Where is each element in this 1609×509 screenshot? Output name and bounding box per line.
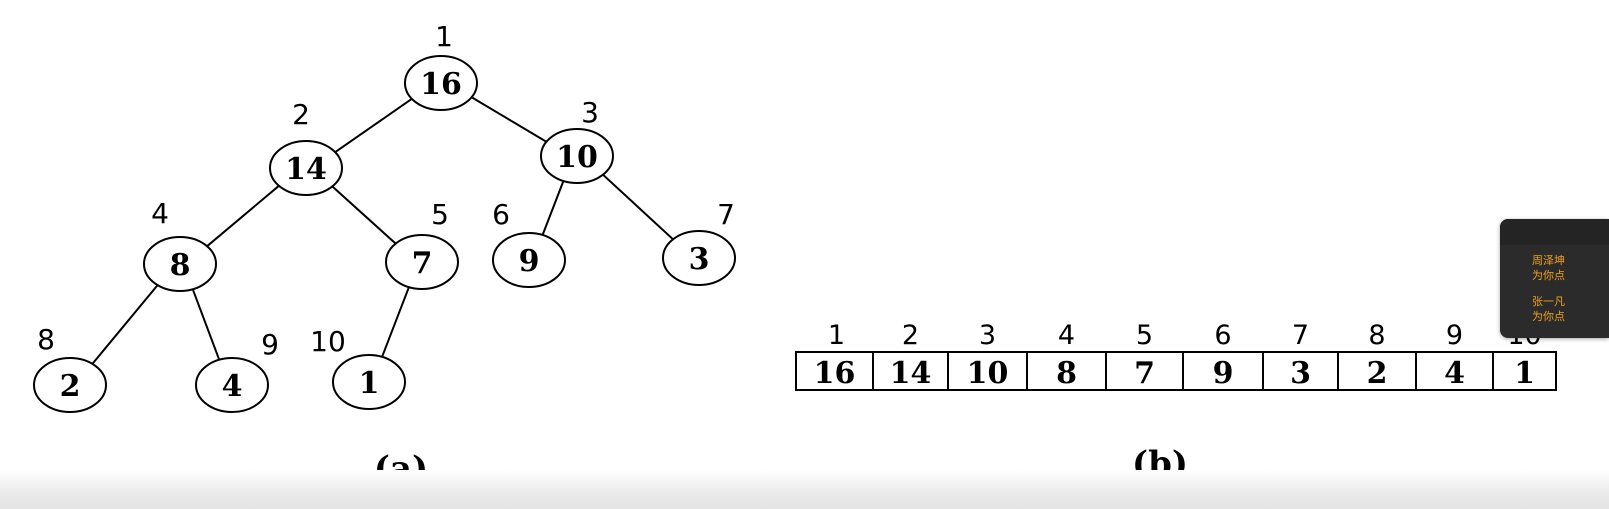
- tree-edge: [331, 185, 397, 245]
- tree-edge: [541, 181, 565, 235]
- array-index-label: 8: [1368, 320, 1385, 351]
- tree-node-index: 9: [261, 328, 279, 361]
- tree-node-circle: [540, 128, 614, 184]
- tree-node: 1 10: [310, 325, 406, 410]
- tree-node-circle: [332, 354, 406, 410]
- tree-node: 103: [540, 96, 614, 184]
- array-index-label: 9: [1446, 320, 1463, 351]
- tree-edge: [192, 289, 220, 360]
- tree-node-index: 10: [310, 325, 346, 358]
- tree-node-index: 4: [151, 197, 169, 230]
- array-index-label: 4: [1058, 320, 1075, 351]
- tree-edge: [381, 287, 410, 357]
- tree-edge: [469, 95, 549, 144]
- tree-edge: [333, 97, 414, 154]
- tree-node-index: 3: [581, 96, 599, 129]
- tree-node-value: 14: [285, 152, 327, 187]
- tree-edge: [91, 284, 159, 365]
- tree-node: 37: [662, 198, 736, 286]
- tree-node: 14 2: [269, 98, 343, 196]
- array-cell-value: 1: [1514, 356, 1535, 391]
- tree-node-circle: [143, 236, 217, 292]
- tree-node-value: 3: [689, 242, 710, 277]
- array-index-label: 2: [902, 320, 919, 351]
- tree-node-value: 1: [359, 366, 380, 401]
- tree-node-circle: [269, 140, 343, 196]
- array-cell-value: 8: [1056, 356, 1077, 391]
- chat-message: 周泽坤 为你点: [1532, 253, 1609, 283]
- tree-node-circle: [195, 357, 269, 413]
- tree-node: 161: [404, 20, 478, 111]
- chat-message-text: 为你点: [1532, 310, 1565, 323]
- chat-overlay-panel[interactable]: 周泽坤 为你点 张一凡 为你点: [1500, 219, 1609, 338]
- array-index-label: 3: [979, 320, 996, 351]
- chat-message-sender: 张一凡: [1532, 295, 1565, 308]
- tree-node-value: 9: [519, 244, 540, 279]
- bottom-band: [0, 470, 1609, 509]
- tree-node-index: 5: [431, 198, 449, 231]
- tree-node: 28: [33, 323, 107, 413]
- overlay-header: [1500, 219, 1609, 245]
- array-index-label: 1: [828, 320, 845, 351]
- array-index-label: 5: [1136, 320, 1153, 351]
- tree-node-index: 7: [717, 198, 735, 231]
- tree-node-value: 4: [222, 369, 243, 404]
- tree-node-circle: [662, 230, 736, 286]
- tree-node-index: 1: [435, 20, 453, 53]
- array-index-label: 6: [1214, 320, 1231, 351]
- tree-node-circle: [33, 357, 107, 413]
- tree-node-circle: [404, 55, 478, 111]
- array-cell-value: 4: [1444, 356, 1465, 391]
- tree-node: 75: [385, 198, 459, 290]
- array-cell-value: 14: [890, 356, 932, 391]
- tree-edge: [205, 184, 281, 248]
- tree-node-index: 8: [37, 323, 55, 356]
- array-cell-value: 2: [1367, 356, 1388, 391]
- tree-node-value: 8: [170, 248, 191, 283]
- chat-message: 张一凡 为你点: [1532, 294, 1609, 324]
- chat-message-text: 为你点: [1532, 269, 1565, 282]
- array-cell-value: 7: [1134, 356, 1155, 391]
- chat-message-sender: 周泽坤: [1532, 254, 1565, 267]
- array-cell-value: 3: [1290, 356, 1311, 391]
- tree-node-index: 2: [292, 98, 310, 131]
- array-cell-value: 9: [1213, 356, 1234, 391]
- tree-edges: [91, 95, 675, 365]
- tree-node-value: 10: [556, 140, 598, 175]
- tree-edge: [601, 173, 675, 241]
- tree-node: 84: [143, 197, 217, 292]
- tree-node: 96: [492, 198, 566, 288]
- tree-node-circle: [492, 232, 566, 288]
- tree-node: 49: [195, 328, 279, 413]
- array-cell-value: 10: [967, 356, 1009, 391]
- array-cell-value: 16: [814, 356, 856, 391]
- tree-node-value: 7: [412, 246, 433, 281]
- array-index-label: 7: [1292, 320, 1309, 351]
- tree-node-value: 2: [60, 369, 81, 404]
- array-cell: [1492, 351, 1557, 391]
- tree-node-circle: [385, 234, 459, 290]
- tree-node-index: 6: [492, 198, 510, 231]
- tree-node-value: 16: [420, 67, 462, 102]
